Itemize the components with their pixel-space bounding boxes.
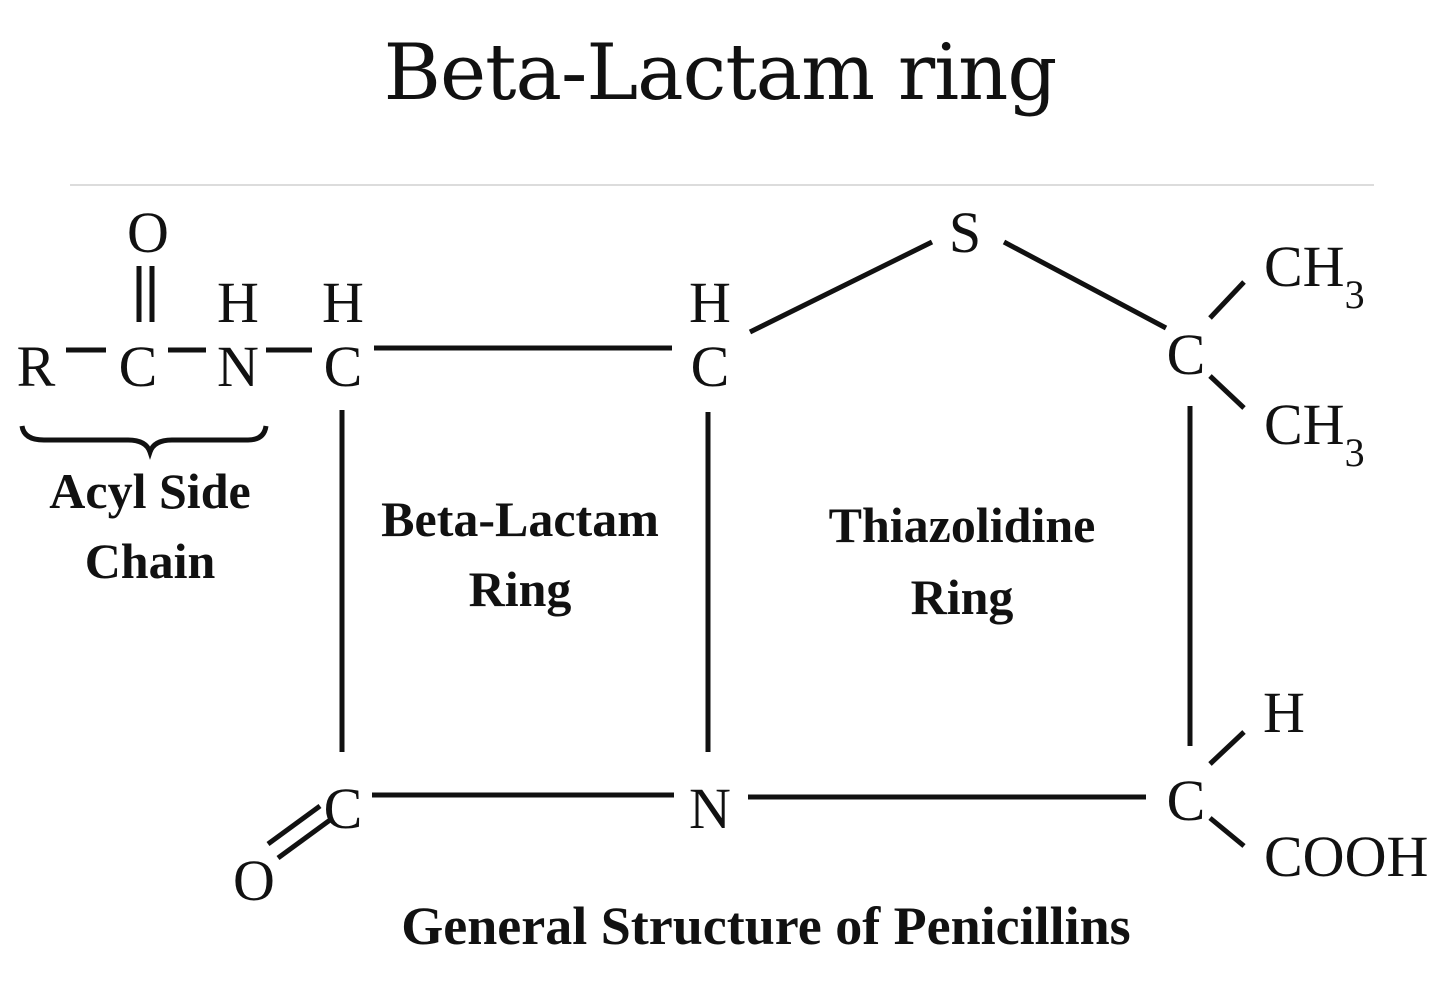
acyl-side-chain-label-line2: Chain [85,533,216,589]
bond-c4-s [748,239,934,335]
bond-c2-ch3-top [1208,280,1246,320]
acyl-side-chain-label-line1: Acyl Side [49,463,250,519]
acyl-brace [19,425,269,460]
slide-title: Beta-Lactam ring [383,28,1058,118]
atom-c3b-h: H [1263,680,1305,745]
bond-c3b-cooh [1208,816,1246,848]
atom-ring-n: N [689,776,731,841]
thiazolidine-ring-label-line1: Thiazolidine [829,497,1096,553]
atom-acyl-o: O [127,200,169,265]
atom-r: R [17,334,56,399]
atom-carbonyl-o: O [233,848,275,913]
atom-c4-h: H [689,270,731,335]
bond-c3b-h [1208,730,1246,766]
beta-lactam-ring-label-line1: Beta-Lactam [381,491,659,547]
atom-c3-h: H [322,270,364,335]
atom-ch3-bottom: CH3 [1264,392,1365,475]
bond-carbonyl-o-2 [276,817,332,861]
atom-c3: C [324,334,363,399]
atom-c4: C [691,334,730,399]
bond-c2-ch3-bottom [1208,374,1246,410]
bond-s-c2 [1002,239,1168,331]
ch3-bottom-subscript: 3 [1345,430,1365,475]
ch3-top-label: CH [1264,234,1345,299]
atom-sulfur: S [949,200,981,265]
atom-amide-n: N [217,334,259,399]
atom-carbonyl-c: C [324,776,363,841]
diagram-caption: General Structure of Penicillins [401,896,1130,956]
ch3-top-subscript: 3 [1345,272,1365,317]
ch3-bottom-label: CH [1264,392,1345,457]
atom-cooh: COOH [1264,824,1428,889]
beta-lactam-ring-label-line2: Ring [469,561,572,617]
atom-c3b: C [1167,768,1206,833]
title-divider [70,184,1374,186]
atom-acyl-c: C [119,334,158,399]
atom-amide-h: H [217,270,259,335]
bond-carbonyl-o-1 [266,803,322,847]
thiazolidine-ring-label-line2: Ring [911,569,1014,625]
atom-c2: C [1167,322,1206,387]
atom-ch3-top: CH3 [1264,234,1365,317]
